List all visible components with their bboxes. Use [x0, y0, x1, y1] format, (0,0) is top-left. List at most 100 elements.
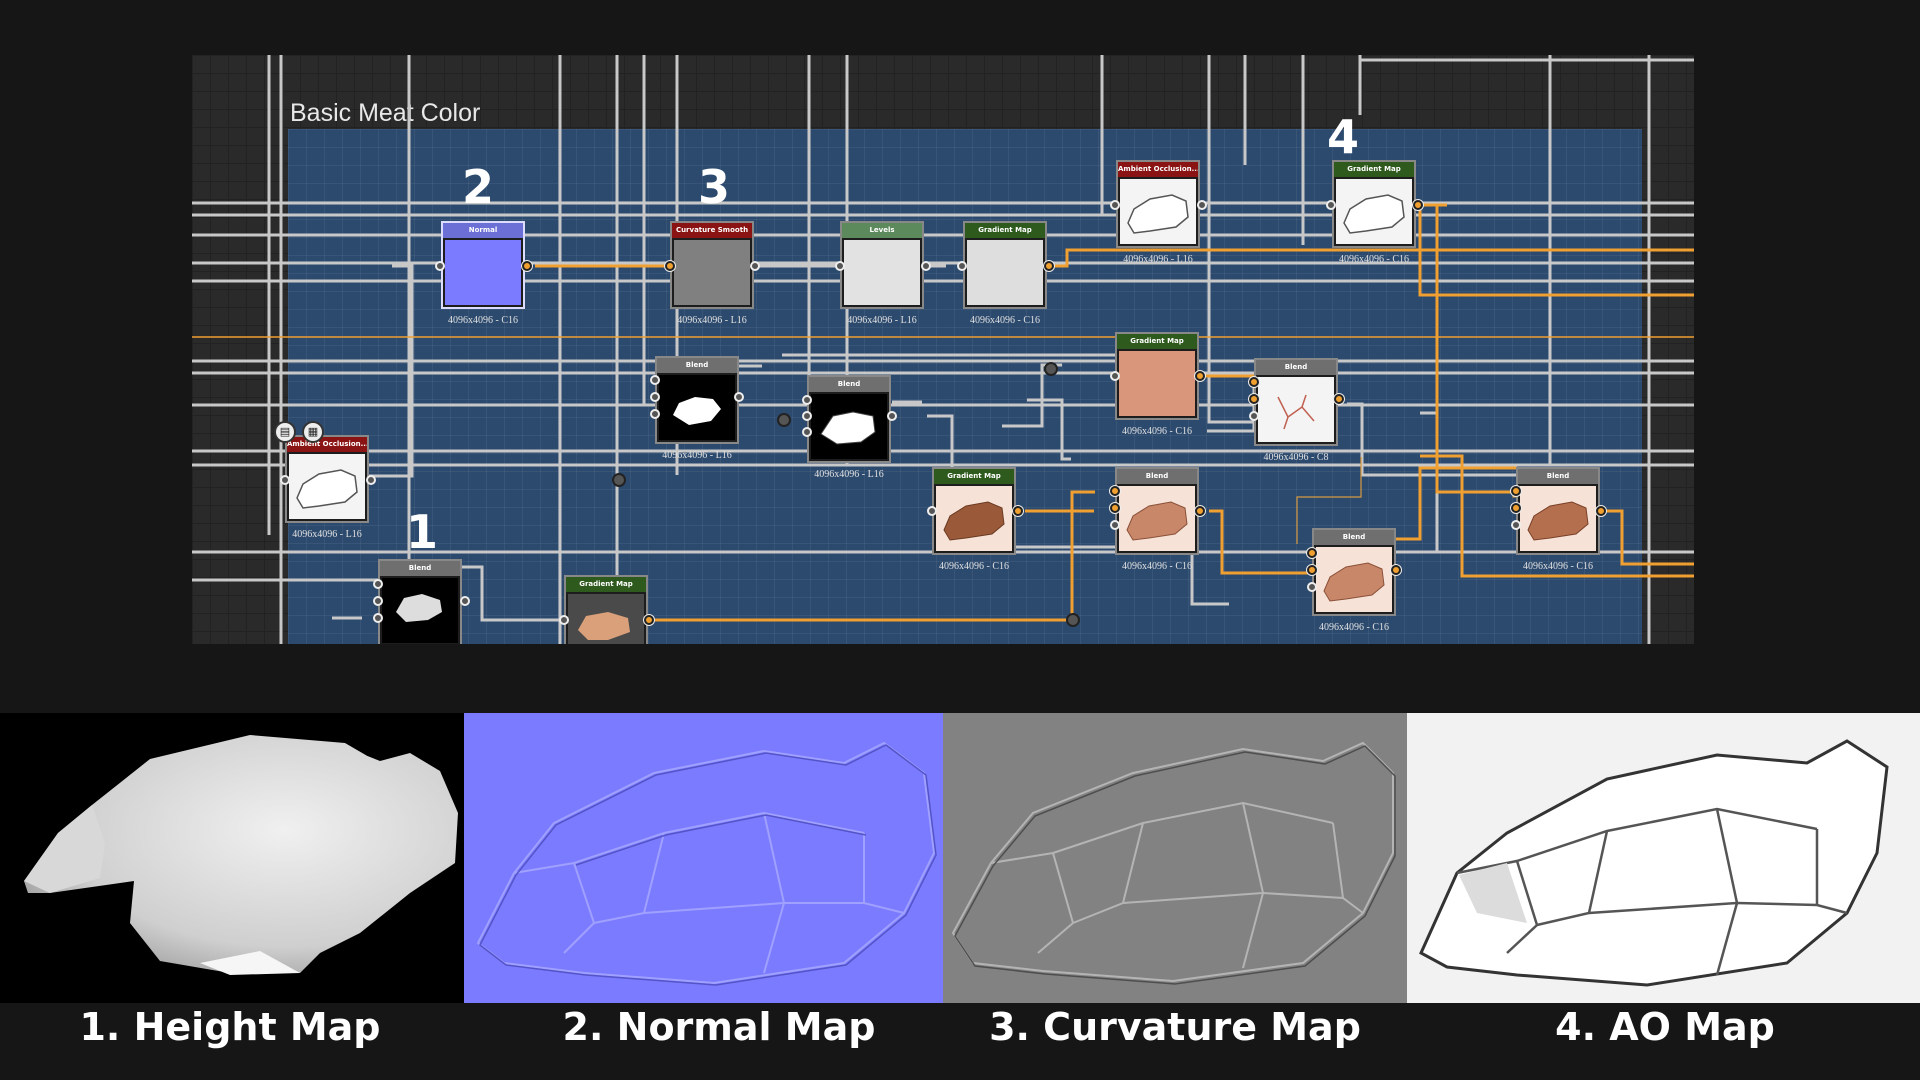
node-gradient-map[interactable]: Gradient Map 4096x4096 - C16: [963, 221, 1047, 326]
node-resolution: 4096x4096 - C16: [939, 561, 1009, 572]
input-port[interactable]: [1249, 377, 1259, 387]
node-levels[interactable]: Levels 4096x4096 - L16: [840, 221, 924, 326]
curvature-map-image: [951, 741, 1396, 985]
node-gradient-map[interactable]: Gradient Map 4096x4096 - C16: [1332, 160, 1416, 265]
node-ambient-occlusion[interactable]: Ambient Occlusion... 4096x4096 - L16: [1116, 160, 1200, 265]
node-blend[interactable]: Blend 4096x4096 - L16: [655, 356, 739, 461]
output-port[interactable]: [1044, 261, 1054, 271]
node-resolution: 4096x4096 - C16: [448, 315, 518, 326]
input-port[interactable]: [373, 579, 383, 589]
input-port[interactable]: [650, 392, 660, 402]
input-port[interactable]: [559, 615, 569, 625]
node-gradient-map[interactable]: Gradient Map 4096x4096 - C16: [932, 467, 1016, 572]
node-resolution: 4096x4096 - L16: [292, 529, 362, 540]
node-header: Blend: [1117, 469, 1197, 484]
input-port[interactable]: [1249, 411, 1259, 421]
node-resolution: 4096x4096 - L16: [662, 450, 732, 461]
node-resolution: 4096x4096 - C16: [1523, 561, 1593, 572]
input-port[interactable]: [435, 261, 445, 271]
node-thumbnail: [967, 240, 1043, 305]
node-header: Blend: [1518, 469, 1598, 484]
node-ambient-occlusion[interactable]: Ambient Occlusion... 4096x4096 - L16: [285, 435, 369, 540]
input-port[interactable]: [1511, 503, 1521, 513]
output-port[interactable]: [1334, 394, 1344, 404]
input-port[interactable]: [665, 261, 675, 271]
checker-icon[interactable]: ▦: [302, 421, 324, 443]
input-port[interactable]: [1110, 371, 1120, 381]
input-port[interactable]: [1249, 394, 1259, 404]
input-port[interactable]: [1511, 486, 1521, 496]
input-port[interactable]: [1110, 520, 1120, 530]
node-resolution: 4096x4096 - C16: [1339, 254, 1409, 265]
input-port[interactable]: [927, 506, 937, 516]
node-blend[interactable]: Blend 4096x4096 - C16: [1312, 528, 1396, 633]
node-gradient-map[interactable]: Gradient Map: [564, 575, 648, 644]
node-resolution: 4096x4096 - L16: [1123, 254, 1193, 265]
input-port[interactable]: [1326, 200, 1336, 210]
output-port[interactable]: [1195, 371, 1205, 381]
marker-2: 2: [462, 160, 495, 214]
output-port[interactable]: [1391, 565, 1401, 575]
input-port[interactable]: [802, 427, 812, 437]
node-blend[interactable]: Blend 4096x4096 - C8: [1254, 358, 1338, 463]
node-header: Gradient Map: [965, 223, 1045, 238]
input-port[interactable]: [373, 613, 383, 623]
meat-thumbnail-icon: [1343, 194, 1405, 234]
output-port[interactable]: [1596, 506, 1606, 516]
input-port[interactable]: [650, 375, 660, 385]
marker-4: 4: [1327, 110, 1360, 164]
output-port[interactable]: [644, 615, 654, 625]
output-port[interactable]: [522, 261, 532, 271]
input-port[interactable]: [835, 261, 845, 271]
node-header: Ambient Occlusion...: [1118, 162, 1198, 177]
frame-title: Basic Meat Color: [290, 99, 481, 127]
output-port[interactable]: [887, 411, 897, 421]
input-port[interactable]: [1307, 582, 1317, 592]
output-port[interactable]: [366, 475, 376, 485]
node-thumbnail: [674, 240, 750, 305]
node-thumbnail: [382, 578, 458, 643]
output-port[interactable]: [460, 596, 470, 606]
input-port[interactable]: [1110, 486, 1120, 496]
output-port[interactable]: [750, 261, 760, 271]
node-header: Gradient Map: [1334, 162, 1414, 177]
node-thumbnail: [659, 375, 735, 440]
node-header: Blend: [1256, 360, 1336, 375]
input-port[interactable]: [1511, 520, 1521, 530]
node-thumbnail: [844, 240, 920, 305]
node-blend[interactable]: Blend 4096x4096 - C16: [1516, 467, 1600, 572]
input-port[interactable]: [802, 411, 812, 421]
input-port[interactable]: [280, 475, 290, 485]
node-blend[interactable]: Blend 4096x4096 - L16: [807, 375, 891, 480]
node-header: Gradient Map: [566, 577, 646, 592]
node-thumbnail: [811, 394, 887, 459]
node-resolution: 4096x4096 - C16: [1319, 622, 1389, 633]
input-port[interactable]: [373, 596, 383, 606]
node-resolution: 4096x4096 - L16: [677, 315, 747, 326]
node-graph-view[interactable]: Basic Meat Color: [192, 55, 1694, 644]
node-gradient-map[interactable]: Gradient Map 4096x4096 - C16: [1115, 332, 1199, 437]
input-port[interactable]: [1110, 200, 1120, 210]
input-port[interactable]: [1307, 548, 1317, 558]
document-icon[interactable]: ▤: [274, 421, 296, 443]
veins-thumbnail-icon: [1277, 394, 1315, 430]
input-port[interactable]: [957, 261, 967, 271]
output-port[interactable]: [1197, 200, 1207, 210]
node-thumbnail: [1336, 179, 1412, 244]
input-port[interactable]: [1110, 503, 1120, 513]
node-normal[interactable]: Normal 4096x4096 - C16: [441, 221, 525, 326]
input-port[interactable]: [650, 409, 660, 419]
input-port[interactable]: [1307, 565, 1317, 575]
node-header: Blend: [657, 358, 737, 373]
marker-3: 3: [698, 160, 731, 214]
node-blend[interactable]: Blend: [378, 559, 462, 644]
output-port[interactable]: [734, 392, 744, 402]
node-blend[interactable]: Blend 4096x4096 - C16: [1115, 467, 1199, 572]
output-port[interactable]: [1013, 506, 1023, 516]
output-port[interactable]: [921, 261, 931, 271]
node-curvature-smooth[interactable]: Curvature Smooth 4096x4096 - L16: [670, 221, 754, 326]
output-port[interactable]: [1195, 506, 1205, 516]
caption-ao-map: 4. AO Map: [1555, 1005, 1775, 1049]
output-port[interactable]: [1413, 200, 1423, 210]
input-port[interactable]: [802, 395, 812, 405]
